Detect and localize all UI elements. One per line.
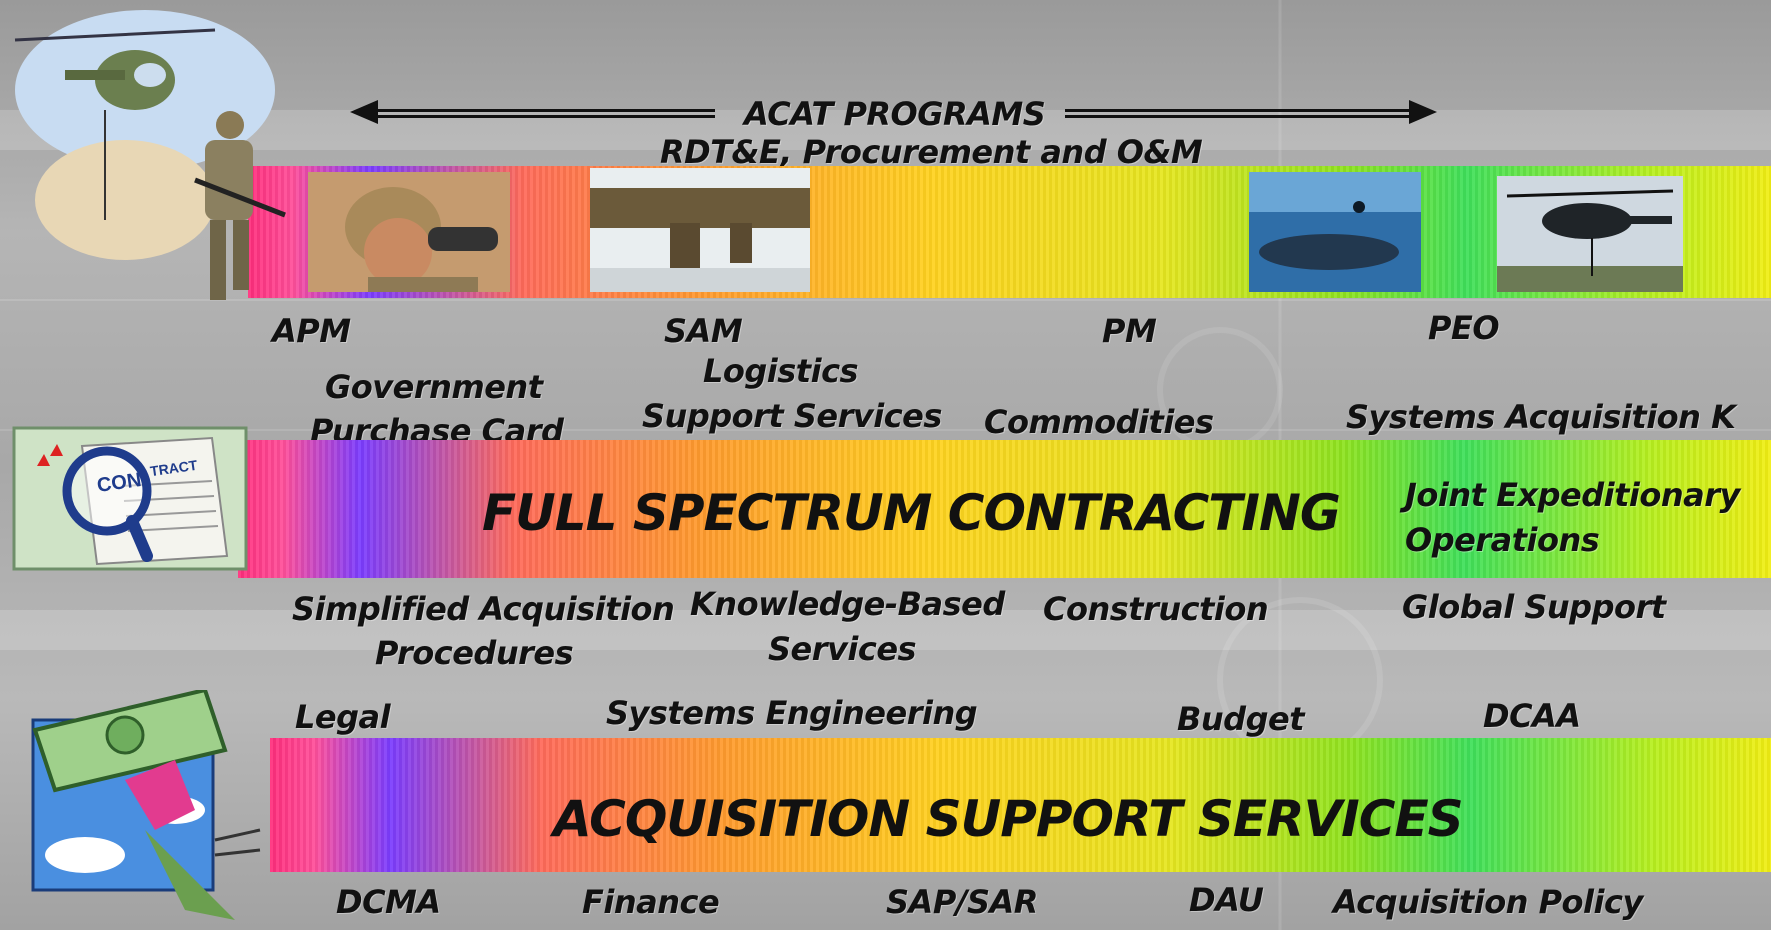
label-government: Government xyxy=(325,368,543,406)
rifle-photo xyxy=(590,168,810,292)
label-dau: DAU xyxy=(1189,881,1264,919)
label-budget: Budget xyxy=(1177,700,1304,738)
label-acquisition-policy: Acquisition Policy xyxy=(1333,883,1643,921)
label-finance: Finance xyxy=(582,883,720,921)
label-global-support: Global Support xyxy=(1402,588,1666,626)
label-procedures: Procedures xyxy=(375,634,574,672)
header-subtitle: RDT&E, Procurement and O&M xyxy=(660,133,1203,171)
role-peo: PEO xyxy=(1428,309,1500,347)
helicopter-soldier-clipart xyxy=(14,10,286,300)
label-systems-acquisition: Systems Acquisition K xyxy=(1346,398,1736,436)
contract-clipart: CON TRACT xyxy=(12,426,248,571)
label-dcaa: DCAA xyxy=(1483,697,1581,735)
role-pm: PM xyxy=(1102,312,1157,350)
submarine-diver-photo xyxy=(1249,172,1421,292)
background-stripe xyxy=(0,610,1771,650)
label-services: Services xyxy=(768,630,917,668)
label-systems-engineering: Systems Engineering xyxy=(606,694,978,732)
support-band xyxy=(270,738,1771,872)
label-sap-sar: SAP/SAR xyxy=(886,883,1038,921)
label-logistics: Logistics xyxy=(703,352,859,390)
label-joint-expeditionary: Joint Expeditionary xyxy=(1405,476,1740,514)
role-apm: APM xyxy=(272,312,351,350)
label-construction: Construction xyxy=(1043,590,1269,628)
background-stripe xyxy=(0,110,1771,150)
helicopter-photo xyxy=(1497,176,1683,292)
contracting-band xyxy=(238,440,1771,578)
label-simplified-acquisition: Simplified Acquisition xyxy=(292,590,675,628)
left-arrow-icon xyxy=(350,100,715,124)
contracting-title: FULL SPECTRUM CONTRACTING xyxy=(482,484,1341,542)
header-title: ACAT PROGRAMS xyxy=(744,95,1046,133)
right-arrow-icon xyxy=(1065,100,1437,124)
label-dcma: DCMA xyxy=(336,883,441,921)
label-legal: Legal xyxy=(295,698,391,736)
soldier-binoculars-photo xyxy=(308,172,510,292)
label-commodities: Commodities xyxy=(984,403,1214,441)
label-support-services: Support Services xyxy=(642,397,942,435)
label-knowledge-based: Knowledge-Based xyxy=(690,585,1005,623)
support-title: ACQUISITION SUPPORT SERVICES xyxy=(553,790,1464,848)
role-sam: SAM xyxy=(664,312,743,350)
money-flying-clipart xyxy=(31,690,261,920)
label-operations: Operations xyxy=(1405,521,1600,559)
